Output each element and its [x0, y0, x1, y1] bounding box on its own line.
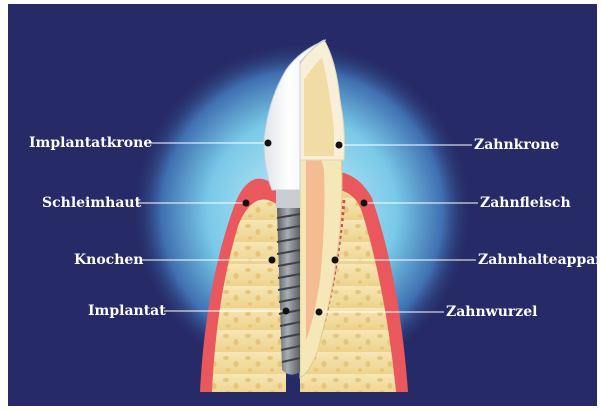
- dot-zahnhalteapparat: [332, 257, 339, 264]
- dot-implantatkrone: [265, 140, 272, 147]
- label-schleimhaut: Schleimhaut: [42, 195, 141, 211]
- label-implantat: Implantat: [88, 303, 166, 319]
- dot-zahnkrone: [336, 142, 343, 149]
- label-implantatkrone: Implantatkrone: [29, 135, 152, 151]
- dot-schleimhaut: [243, 200, 250, 207]
- label-zahnwurzel: Zahnwurzel: [446, 304, 537, 320]
- label-zahnkrone: Zahnkrone: [474, 137, 559, 153]
- dot-knochen: [269, 257, 276, 264]
- dot-implantat: [283, 308, 290, 315]
- dot-zahnfleisch: [361, 200, 368, 207]
- label-zahnfleisch: Zahnfleisch: [480, 195, 571, 211]
- label-knochen: Knochen: [74, 252, 143, 268]
- dot-zahnwurzel: [316, 309, 323, 316]
- implant-abutment: [276, 190, 300, 208]
- label-zahnhalteapparat: Zahnhalteappara: [478, 252, 601, 268]
